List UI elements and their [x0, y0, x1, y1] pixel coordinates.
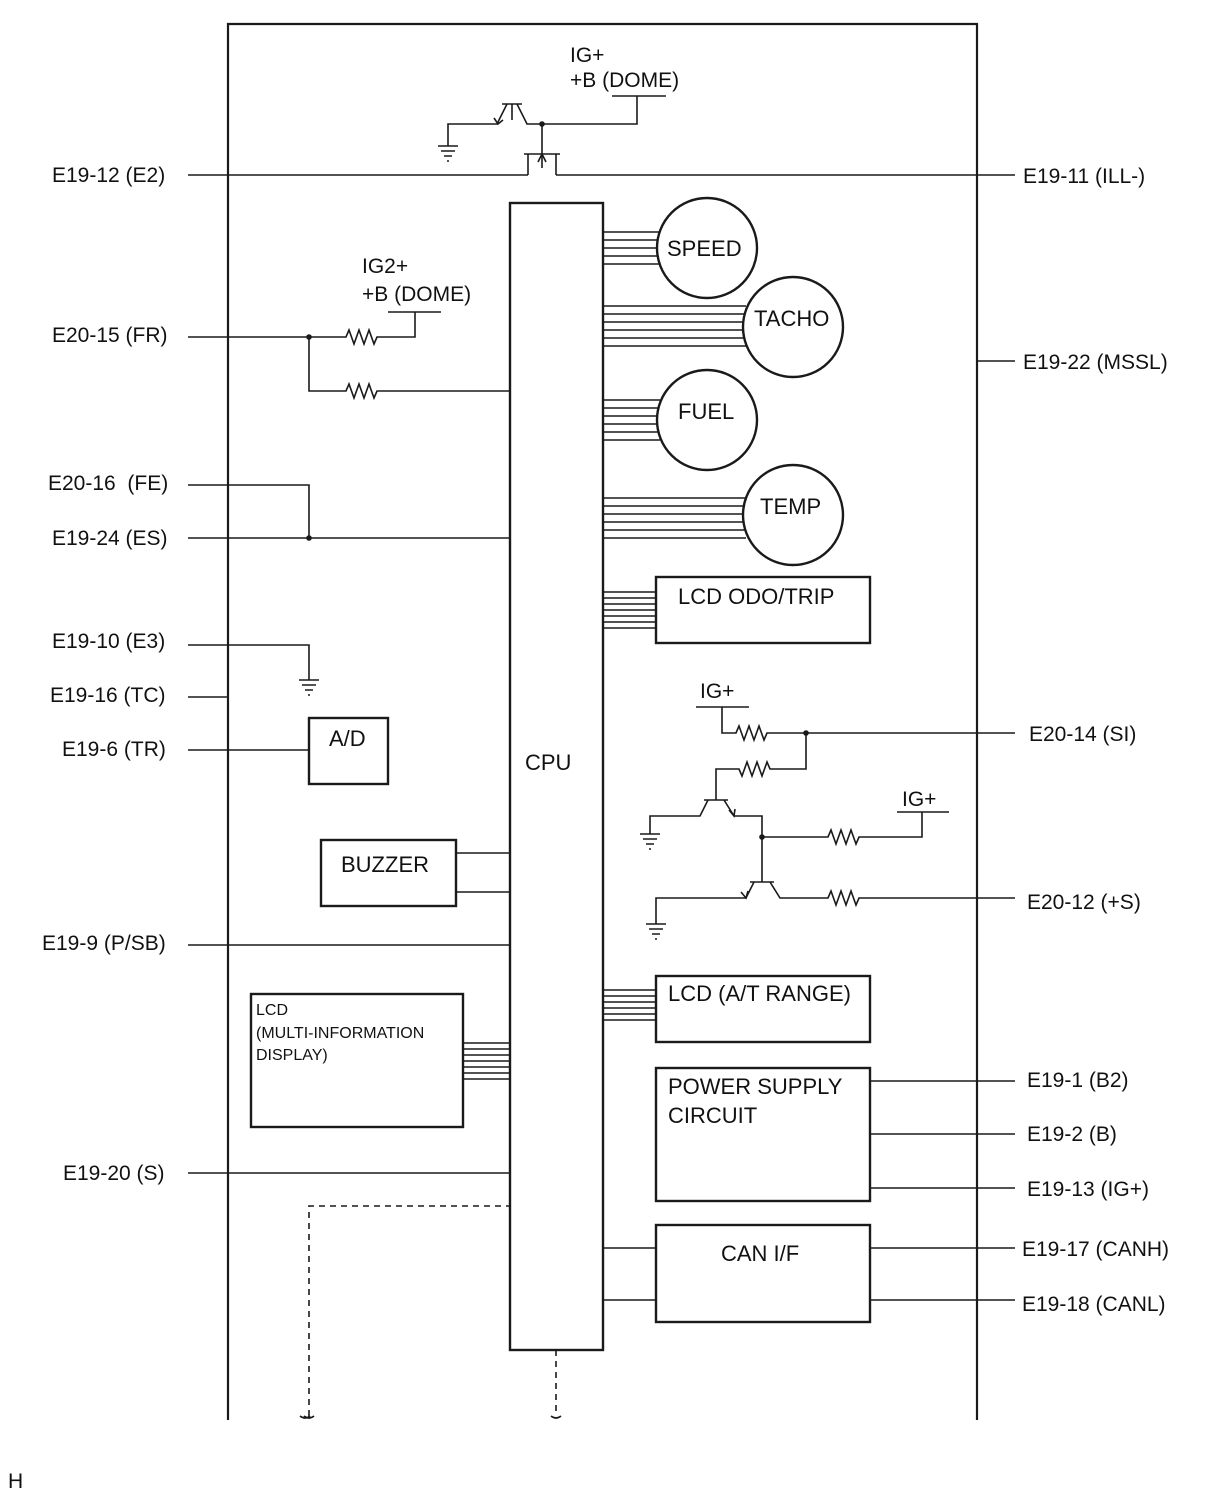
pin-e19-16: E19-16 (TC): [50, 684, 166, 707]
lcd-multi-line-3: DISPLAY): [256, 1047, 328, 1064]
tacho-gauge: TACHO: [741, 275, 845, 379]
can-interface-block: CAN I/F: [603, 1223, 1015, 1324]
input-transistor-circuit: IG+ IG+: [640, 680, 1015, 940]
buzzer-block: BUZZER: [319, 838, 458, 908]
lcd-multi-information-block: LCD (MULTI-INFORMATION DISPLAY): [249, 992, 465, 1129]
tacho-label: TACHO: [754, 306, 829, 331]
speed-gauge: SPEED: [655, 196, 759, 300]
lcd-odo-trip-label: LCD ODO/TRIP: [678, 584, 834, 609]
pin-e20-12: E20-12 (+S): [1027, 891, 1141, 914]
top-ig-label: IG+: [570, 44, 604, 67]
pin-e19-2: E19-2 (B): [1027, 1123, 1117, 1146]
illumination-circuit: IG+ +B (DOME): [188, 44, 1015, 176]
pin-e19-1: E19-1 (B2): [1027, 1069, 1129, 1092]
pin-e19-9: E19-9 (P/SB): [42, 932, 166, 955]
speed-label: SPEED: [667, 236, 742, 261]
ad-converter-block: A/D: [307, 716, 390, 786]
pin-e19-13: E19-13 (IG+): [1027, 1178, 1149, 1201]
lcd-multi-line-1: LCD: [256, 1002, 288, 1019]
s-ig-label: IG+: [902, 788, 936, 811]
fuel-gauge: FUEL: [655, 368, 759, 472]
power-supply-block: POWER SUPPLY CIRCUIT: [654, 1066, 1015, 1203]
top-b-dome-label: +B (DOME): [570, 69, 679, 92]
left-wiring: [188, 311, 557, 1416]
pin-e19-10: E19-10 (E3): [52, 630, 165, 653]
pin-e20-14: E20-14 (SI): [1029, 723, 1136, 746]
pin-e19-22: E19-22 (MSSL): [1023, 351, 1168, 374]
si-ig-label: IG+: [700, 680, 734, 703]
meter-housing: [226, 22, 979, 1420]
pin-e19-6: E19-6 (TR): [62, 738, 166, 761]
lcd-multi-line-2: (MULTI-INFORMATION: [256, 1025, 424, 1042]
fr-b-dome-label: +B (DOME): [362, 283, 471, 306]
power-supply-line-1: POWER SUPPLY: [668, 1074, 843, 1099]
lcd-odo-trip-block: LCD ODO/TRIP: [654, 575, 872, 645]
pin-e19-17: E19-17 (CANH): [1022, 1238, 1169, 1261]
pin-e20-15: E20-15 (FR): [52, 324, 168, 347]
power-supply-line-2: CIRCUIT: [668, 1103, 757, 1128]
fr-ig2-label: IG2+: [362, 255, 408, 278]
pin-e19-18: E19-18 (CANL): [1022, 1293, 1166, 1316]
fuel-label: FUEL: [678, 399, 734, 424]
pin-e19-20: E19-20 (S): [63, 1162, 165, 1185]
can-if-label: CAN I/F: [721, 1241, 799, 1266]
pin-e19-24: E19-24 (ES): [52, 527, 168, 550]
temp-label: TEMP: [760, 494, 821, 519]
lcd-at-range-block: LCD (A/T RANGE): [654, 974, 872, 1044]
lcd-at-range-label: LCD (A/T RANGE): [668, 981, 851, 1006]
buzzer-label: BUZZER: [341, 852, 429, 877]
pin-e20-16: E20-16 (FE): [48, 472, 168, 495]
cpu-label: CPU: [525, 750, 571, 775]
ad-label: A/D: [329, 726, 366, 751]
gauge-bus-lines: [603, 231, 746, 1021]
corner-mark: H: [8, 1470, 23, 1493]
pin-e19-12: E19-12 (E2): [52, 164, 165, 187]
cpu-block: CPU: [508, 201, 605, 1352]
pin-e19-11: E19-11 (ILL-): [1023, 165, 1145, 188]
temp-gauge: TEMP: [741, 463, 845, 567]
